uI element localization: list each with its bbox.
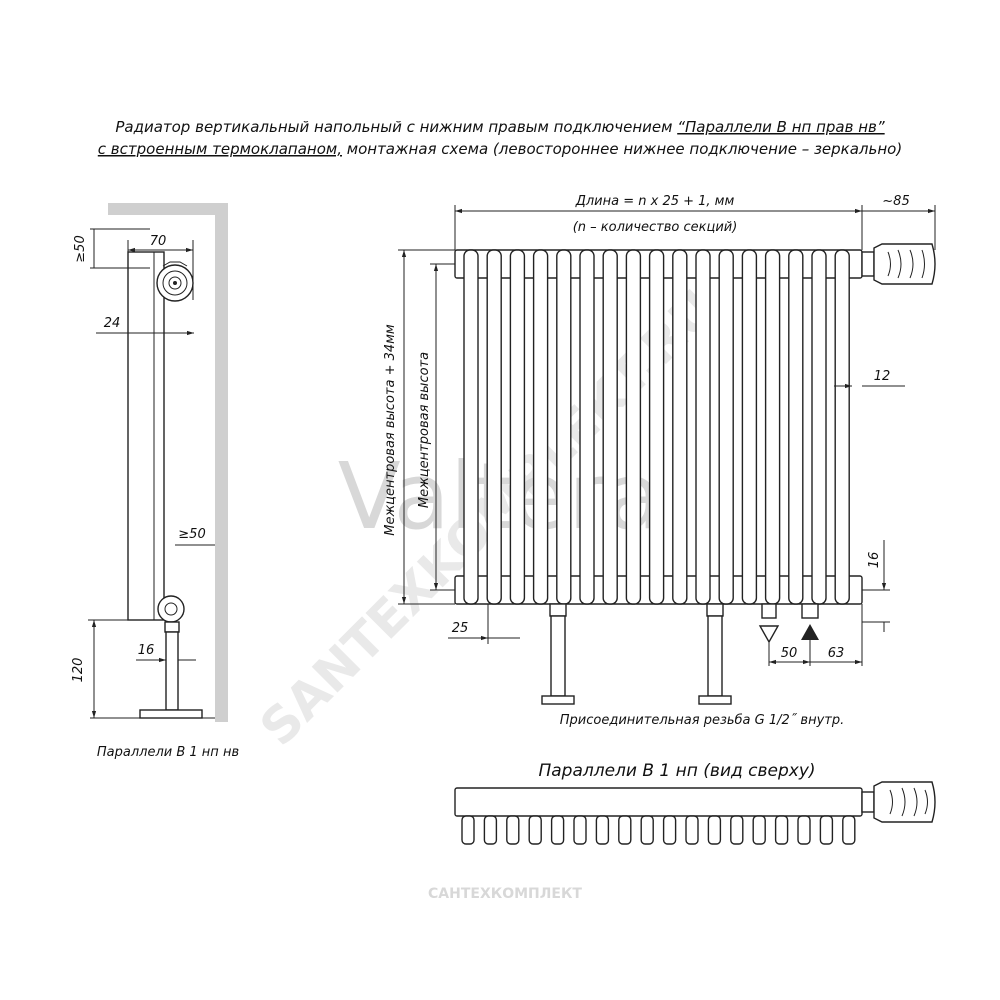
top-view-tube: [842, 815, 856, 845]
bottom-offset-dim: 16: [867, 552, 882, 569]
side-dim-floor: 120: [71, 658, 86, 683]
sections-note: (n – количество секций): [573, 220, 738, 235]
title-thermovalve: с встроенным термоклапаном,: [98, 140, 342, 158]
side-dim-depth: 70: [150, 234, 167, 249]
title-model: “Параллели В нп прав нв”: [677, 118, 885, 136]
connection-dim-50: 50: [781, 646, 798, 661]
side-gap-dim: 12: [874, 369, 891, 384]
top-view-tube: [752, 815, 766, 845]
radiator-tube: [834, 249, 850, 605]
top-view-tube: [550, 815, 565, 845]
radiator-tube: [648, 249, 665, 605]
svg-text:Радиатор вертикальный напольны: Радиатор вертикальный напольный с нижним…: [115, 118, 885, 136]
radiator-tube: [579, 249, 595, 605]
length-formula: Длина = n x 25 + 1, мм: [575, 194, 735, 209]
top-view-tube: [483, 815, 498, 845]
front-view: Длина = n x 25 + 1, мм (n – количество с…: [383, 194, 936, 728]
radiator-tube: [788, 249, 804, 605]
radiator-tube: [695, 249, 711, 605]
top-view-tube: [819, 815, 834, 845]
top-view-body: [454, 787, 863, 817]
connection-dim-63: 63: [828, 646, 845, 661]
top-view-tube: [774, 815, 789, 845]
top-view-tube: [797, 815, 811, 845]
side-dim-bottom-gap: ≥50: [178, 527, 205, 542]
section-pitch-dim: 25: [452, 621, 469, 636]
radiator-tube: [532, 249, 549, 605]
side-dim-top-gap: ≥50: [73, 235, 88, 262]
supply-connection-icon: [758, 603, 780, 644]
title-prefix: Радиатор вертикальный напольный с нижним…: [115, 118, 677, 136]
side-view-caption: Параллели В 1 нп нв: [97, 745, 239, 760]
radiator-tube: [741, 249, 758, 605]
side-view: ≥50 70 24 ≥50 16 120 Параллели В 1 нп нв: [71, 203, 239, 760]
title-rest: монтажная схема (левостороннее нижнее по…: [342, 140, 902, 158]
radiator-tube: [556, 249, 572, 605]
top-view-tube: [640, 815, 654, 845]
radiator-tube: [811, 249, 827, 605]
top-view-tubes: [461, 815, 856, 845]
top-view-tube: [461, 815, 475, 845]
top-view-tube: [730, 815, 744, 845]
top-view-tube: [595, 815, 610, 845]
top-view-tube: [573, 815, 587, 845]
radiator-tube: [672, 249, 688, 605]
floor-leg-left: [541, 603, 575, 705]
radiator-tube: [625, 249, 642, 605]
return-connection-icon: [801, 603, 819, 640]
outer-height-label: Межцентровая высота + 34мм: [383, 324, 398, 536]
floor-leg-right: [698, 603, 732, 705]
top-view-tube: [506, 815, 520, 845]
wall: [108, 203, 228, 722]
top-valve-icon: [156, 261, 194, 302]
drawing-title: Радиатор вертикальный напольный с нижним…: [98, 118, 902, 158]
radiator-tubes: [463, 249, 850, 605]
top-view-tube: [528, 815, 542, 845]
top-thermostatic-head-icon: [861, 781, 936, 823]
top-view-tube: [707, 815, 722, 845]
footer-watermark: САНТЕХКОМПЛЕКТ: [428, 886, 582, 902]
radiator-tube: [463, 249, 479, 605]
svg-text:с встроенным термоклапаном, мо: с встроенным термоклапаном, монтажная сх…: [98, 140, 902, 158]
radiator-tube: [718, 249, 734, 605]
side-dim-offset: 24: [104, 316, 121, 331]
top-view-tube: [685, 815, 699, 845]
valve-dim: ~85: [882, 194, 909, 209]
top-view-caption: Параллели В 1 нп (вид сверху): [538, 761, 815, 781]
thread-note: Присоединительная резьба G 1/2˝ внутр.: [560, 713, 844, 728]
radiator-tube: [486, 249, 502, 605]
radiator-tube: [509, 249, 526, 605]
thermostatic-head-icon: [861, 243, 936, 285]
center-height-label: Межцентровая высота: [417, 352, 432, 508]
radiator-tube: [602, 249, 618, 605]
bottom-connection-icon: [139, 595, 203, 719]
side-dim-pipe: 16: [138, 643, 155, 658]
top-view-tube: [618, 815, 632, 845]
top-view-tube: [662, 815, 677, 845]
radiator-side-body: [127, 251, 165, 621]
radiator-tube: [764, 249, 781, 605]
top-view: Параллели В 1 нп (вид сверху): [454, 761, 936, 845]
